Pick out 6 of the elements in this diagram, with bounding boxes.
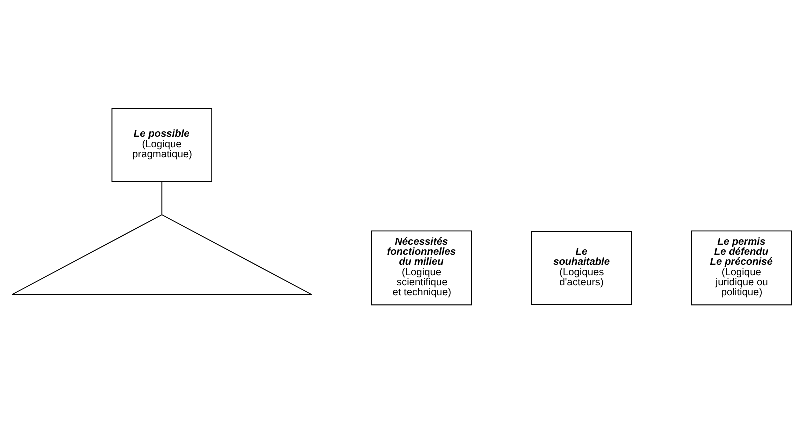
node-box: Le possible (Logique pragmatique) bbox=[112, 108, 212, 182]
node-box: Le souhaitable (Logiques d'acteurs) bbox=[531, 230, 632, 305]
connector bbox=[162, 180, 163, 215]
node-box: Le permis Le défendu Le préconisé (Logique juridique ou politique) bbox=[691, 230, 792, 306]
node-triangle bbox=[12, 214, 312, 295]
node-box: Nécessités fonctionnelles du milieu (Logique scientifique et technique) bbox=[372, 230, 472, 306]
